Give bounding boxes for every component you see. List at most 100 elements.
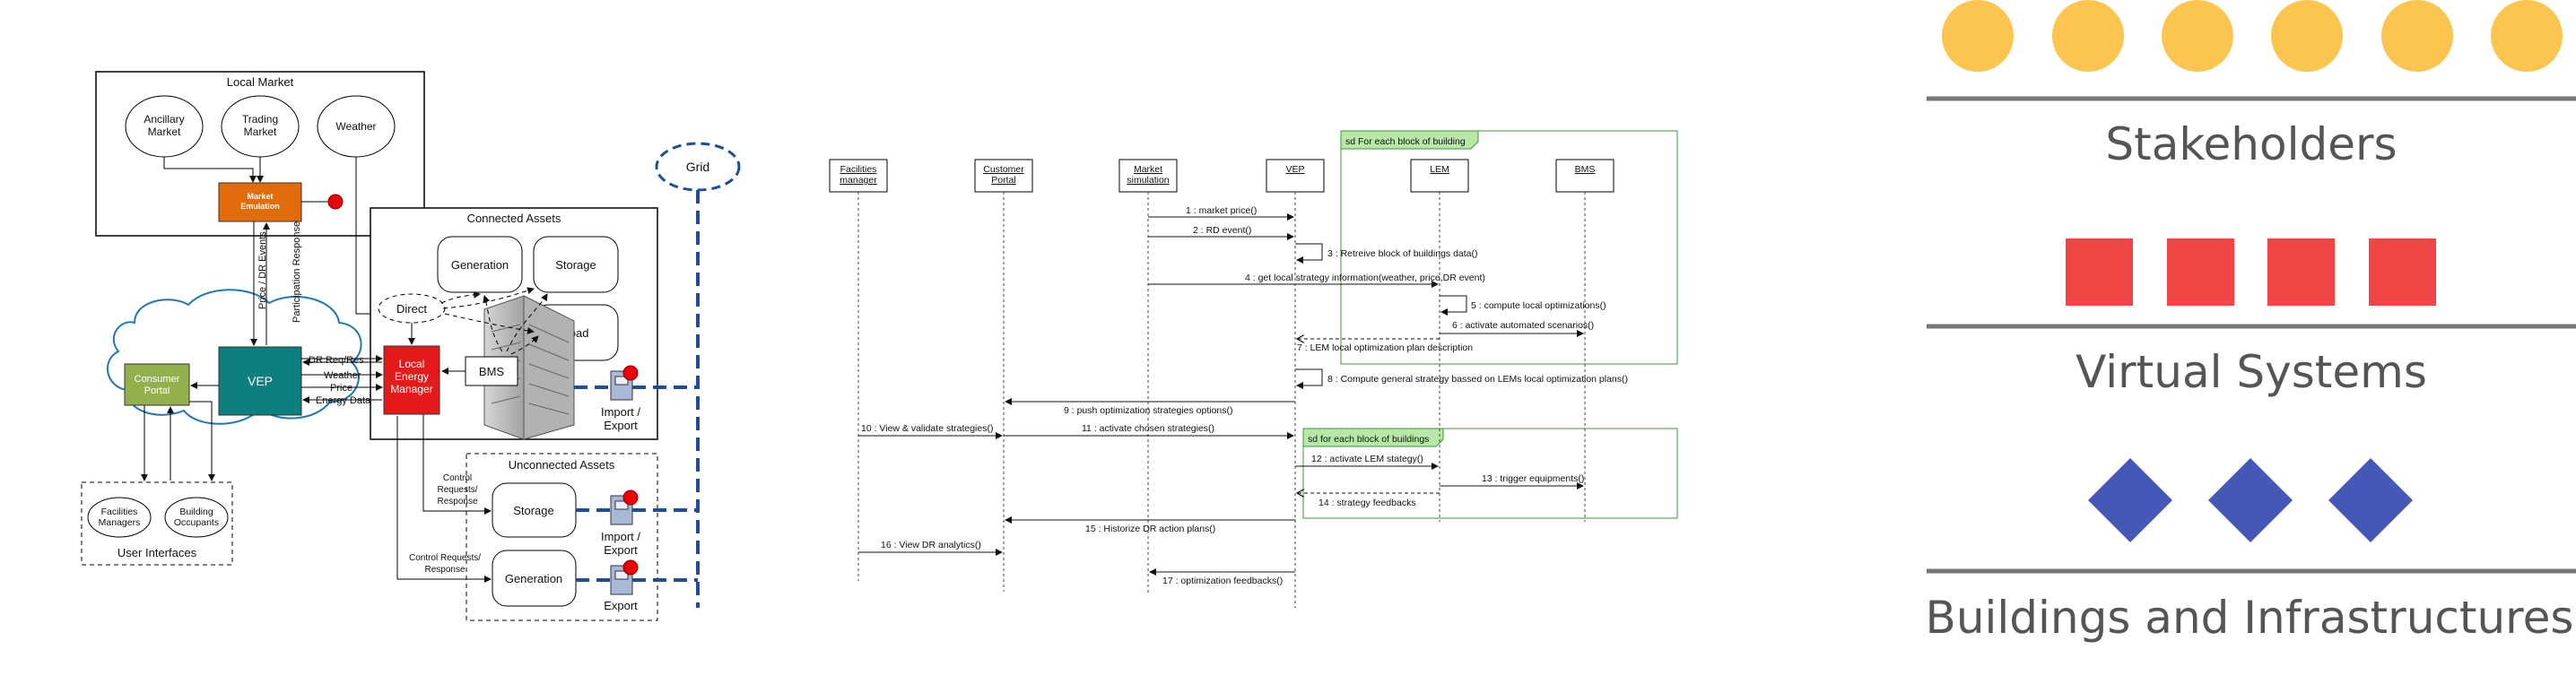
message-2: 2 : RD event() — [1193, 225, 1251, 236]
grid-label: Grid — [686, 160, 709, 174]
direct-label: Direct — [396, 302, 427, 316]
ancillary-market-label-1: Ancillary — [144, 113, 184, 126]
meter-icon — [610, 559, 639, 595]
legend: Stakeholders Virtual Systems Buildings a… — [1926, 0, 2576, 644]
message-3: 3 : Retreive block of buildings data() — [1327, 248, 1478, 259]
consumer-portal-box — [124, 363, 190, 406]
svg-text:Customer: Customer — [983, 164, 1024, 175]
lem-label-2: Energy — [395, 370, 429, 383]
facilities-managers-node — [87, 497, 152, 538]
stakeholder-circle — [2052, 0, 2124, 72]
participation-response-label: Participation Response — [292, 221, 302, 323]
architecture-diagram: Local Market Ancillary Market Trading Ma… — [81, 71, 741, 621]
lifeline-bms: BMS — [1555, 159, 1614, 522]
consumer-portal-label-2: Portal — [144, 385, 170, 396]
control-label-1c: Response — [437, 497, 477, 507]
unconnected-assets-title: Unconnected Assets — [509, 458, 615, 472]
lifeline-market-simulation: Market simulation — [1118, 159, 1178, 593]
virtual-system-square — [2066, 238, 2133, 306]
lifeline-vep: VEP — [1266, 159, 1325, 608]
virtual-system-squares — [2066, 238, 2436, 306]
sequence-diagram: sd For each block of building sd for eac… — [829, 130, 1678, 608]
energy-data-label: Energy Data — [316, 395, 371, 406]
svg-text:Facilities: Facilities — [840, 164, 877, 175]
price-dr-events-label: Price / DR Events — [257, 231, 268, 309]
message-7: 7 : LEM local optimization plan descript… — [1297, 342, 1473, 353]
market-emulation-box — [218, 182, 302, 222]
market-status-dot — [327, 194, 344, 210]
building-diamond — [2208, 458, 2293, 542]
price-link-label: Price — [330, 383, 352, 394]
consumer-portal-label-1: Consumer — [135, 374, 180, 385]
facilities-managers-label-1: Facilities — [101, 507, 138, 517]
meter-icon — [610, 489, 639, 525]
building-diamond — [2328, 458, 2413, 542]
lifeline-customer-portal: Customer Portal — [974, 159, 1033, 592]
svg-text:manager: manager — [840, 175, 877, 186]
building-occupants-node — [164, 497, 229, 538]
unconnected-storage-label: Storage — [513, 504, 554, 517]
vep-box — [218, 346, 302, 416]
message-4: 4 : get local strategy information(weath… — [1245, 273, 1485, 283]
stakeholder-circle — [2162, 0, 2233, 72]
building-occupants-label-2: Occupants — [174, 517, 219, 528]
trading-market-label-2: Market — [244, 126, 277, 138]
svg-text:LEM: LEM — [1430, 164, 1449, 175]
import-export-label-1: Import / — [601, 405, 640, 419]
loop-frame-1 — [1340, 130, 1678, 365]
bms-label: BMS — [479, 365, 505, 378]
stakeholders-label: Stakeholders — [2105, 118, 2397, 170]
storage-label: Storage — [555, 258, 596, 272]
virtual-systems-label: Virtual Systems — [2076, 346, 2427, 398]
control-label-1a: Control — [443, 473, 472, 483]
loop-frame-2 — [1302, 428, 1678, 519]
building-occupants-label-1: Building — [179, 507, 213, 517]
virtual-system-square — [2167, 238, 2234, 306]
unconnected-import-export-1: Import / — [601, 530, 640, 543]
stakeholder-circle — [2491, 0, 2563, 72]
svg-text:Market: Market — [1134, 164, 1162, 175]
stakeholder-circle — [2271, 0, 2343, 72]
unconnected-import-export-2: Export — [604, 543, 638, 557]
unconnected-export-label: Export — [604, 599, 638, 612]
import-export-label-2: Export — [604, 419, 638, 432]
user-interfaces-title: User Interfaces — [117, 546, 197, 559]
loop-frame-2-label: sd for each block of buildings — [1308, 434, 1429, 445]
message-6: 6 : activate automated scenarios() — [1452, 320, 1594, 331]
weather-label: Weather — [335, 120, 376, 133]
lifeline-facilities-manager: Facilities manager — [829, 159, 888, 581]
message-15: 15 : Historize DR action plans() — [1085, 524, 1215, 534]
dr-req-res-label: DR Req/Res — [309, 355, 364, 366]
control-label-2a: Control Requests/ — [409, 553, 481, 563]
weather-link-label: Weather — [324, 370, 361, 381]
virtual-system-square — [2267, 238, 2335, 306]
message-12: 12 : activate LEM stategy() — [1311, 454, 1423, 464]
svg-text:VEP: VEP — [1285, 164, 1304, 175]
local-market-title: Local Market — [227, 75, 294, 89]
message-16: 16 : View DR analytics() — [881, 540, 981, 550]
message-14: 14 : strategy feedbacks — [1318, 498, 1416, 508]
message-13: 13 : trigger equipments() — [1482, 473, 1584, 484]
message-8: 8 : Compute general strategy bassed on L… — [1327, 374, 1628, 385]
facilities-managers-label-2: Managers — [99, 517, 141, 528]
building-icon — [483, 295, 575, 440]
virtual-system-square — [2369, 238, 2436, 306]
building-diamond — [2088, 458, 2172, 542]
control-label-2b: Response — [424, 565, 465, 575]
stakeholder-circles — [1942, 0, 2563, 72]
message-17: 17 : optimization feedbacks() — [1162, 576, 1283, 586]
bms-node — [465, 356, 518, 386]
loop-frame-1-label: sd For each block of building — [1345, 136, 1466, 147]
storage-node — [533, 236, 619, 293]
lem-box — [383, 345, 440, 415]
control-label-1b: Requests/ — [437, 485, 477, 495]
message-10: 10 : View & validate strategies() — [861, 423, 993, 434]
building-diamonds — [2088, 458, 2413, 542]
unconnected-generation-label: Generation — [505, 572, 562, 585]
svg-text:BMS: BMS — [1575, 164, 1596, 175]
market-emulation-label-1: Market — [247, 192, 273, 201]
buildings-infrastructures-label: Buildings and Infrastructures — [1926, 592, 2574, 644]
lem-label-3: Manager — [390, 383, 432, 395]
lem-label-1: Local — [399, 358, 425, 370]
